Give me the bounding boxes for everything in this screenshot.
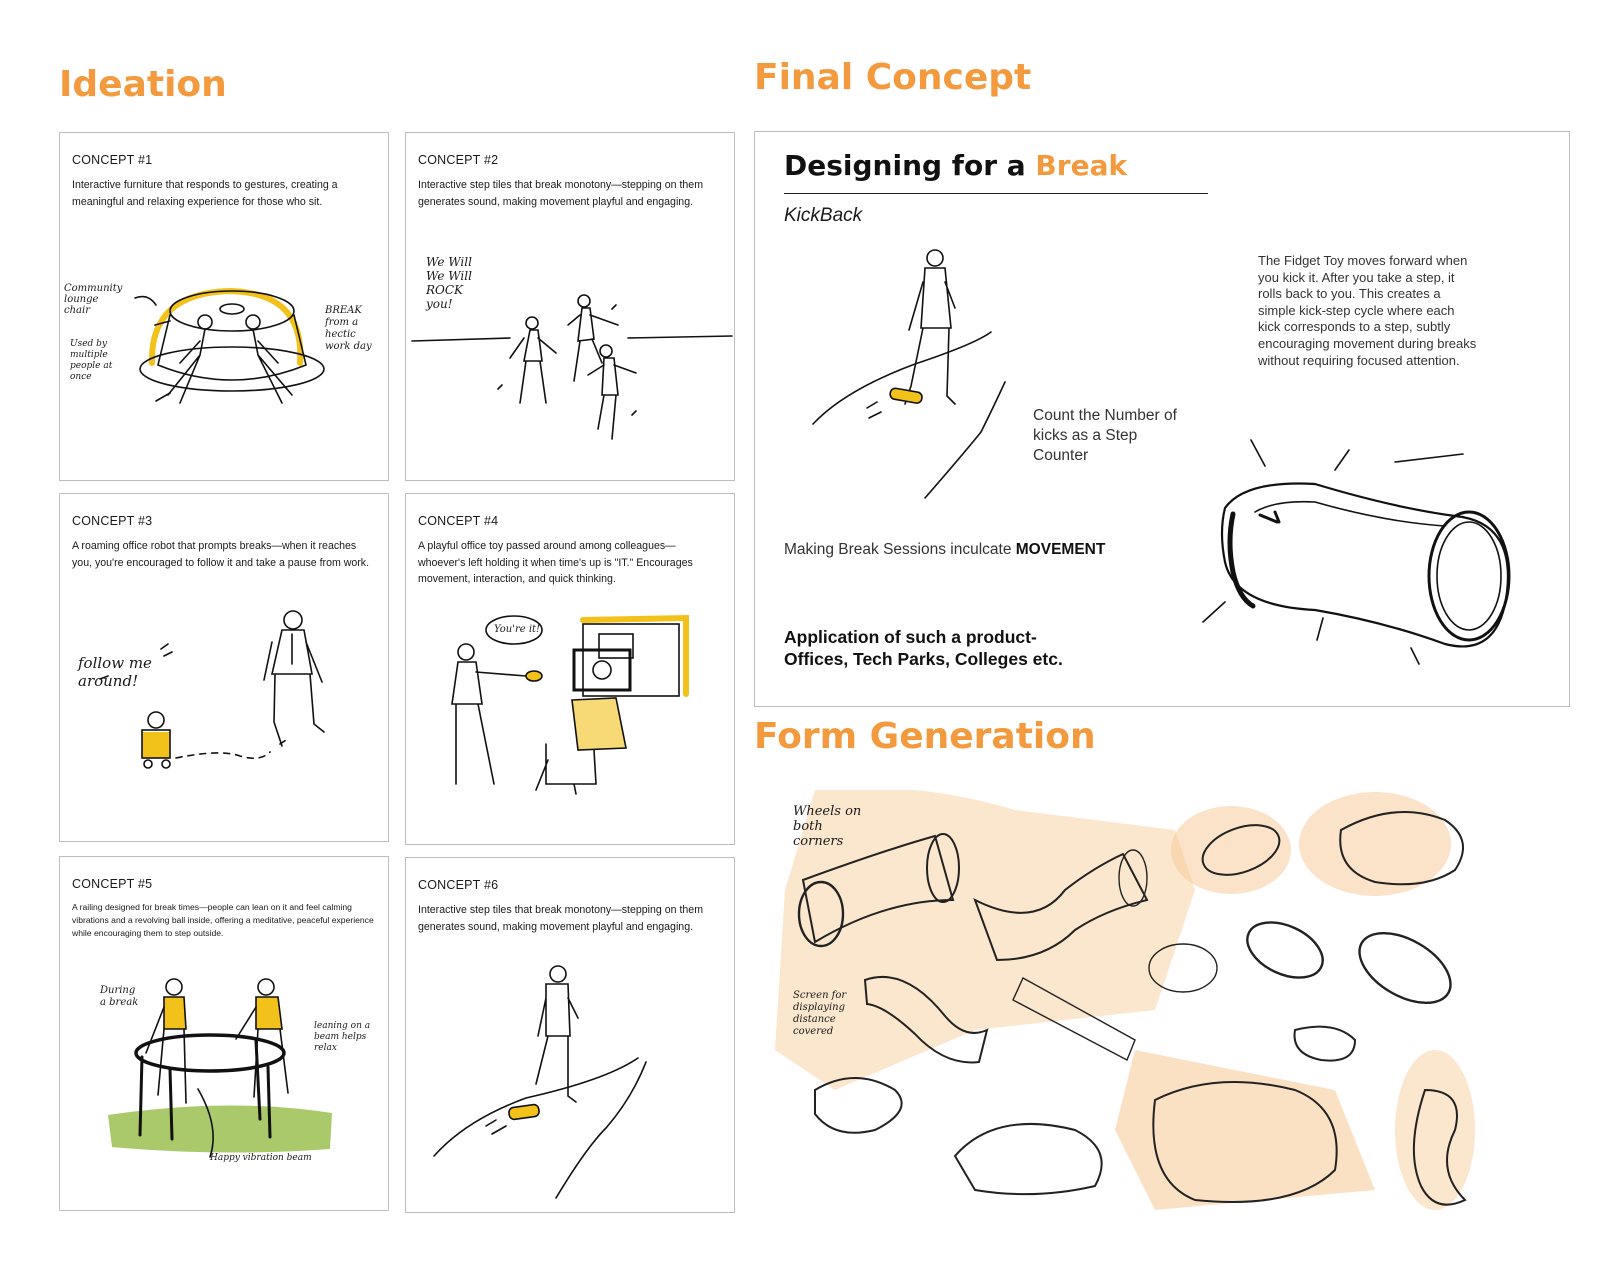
concept-title: CONCEPT #4 xyxy=(418,514,499,528)
concept-6-sketch xyxy=(433,965,647,1199)
product-name: KickBack xyxy=(784,205,863,226)
sketch-note: follow me around! xyxy=(78,654,152,690)
form-sketch-sheet xyxy=(775,787,1475,1210)
movement-note: Making Break Sessions inculcate MOVEMENT xyxy=(784,541,1106,558)
product-description: The Fidget Toy moves forward when you ki… xyxy=(1258,253,1477,368)
concept-title: CONCEPT #5 xyxy=(72,877,153,891)
concept-card-2: CONCEPT #2 Interactive step tiles that b… xyxy=(405,132,735,481)
final-concept-title: Designing for a Break xyxy=(784,149,1128,182)
concept-description: Interactive step tiles that break monoto… xyxy=(418,179,704,208)
concept-title: CONCEPT #3 xyxy=(72,514,153,528)
concept-title: CONCEPT #1 xyxy=(72,153,153,167)
concept-title: CONCEPT #2 xyxy=(418,153,499,167)
final-concept-heading: Final Concept xyxy=(754,57,1032,98)
sketch-note: We Will We Will ROCK you! xyxy=(426,255,472,311)
concept-description: Interactive step tiles that break monoto… xyxy=(418,904,704,933)
concept-1-sketch xyxy=(134,287,325,404)
concept-4-sketch xyxy=(451,614,689,795)
kickback-sketches xyxy=(812,249,1511,665)
form-generation-sketches: Wheels on both corners Screen for displa… xyxy=(775,787,1515,1230)
form-generation-heading: Form Generation xyxy=(754,716,1096,757)
application-note: Application of such a product- Offices, … xyxy=(784,627,1063,669)
concept-description: A playful office toy passed around among… xyxy=(418,540,693,585)
sketch-note: Community lounge chair xyxy=(64,283,123,316)
sketch-note: You're it! xyxy=(494,624,541,635)
concept-description: A railing designed for break times—peopl… xyxy=(72,902,374,938)
sketch-note: leaning on a beam helps relax xyxy=(314,1021,371,1053)
concept-description: Interactive furniture that responds to g… xyxy=(72,179,338,208)
concept-card-6: CONCEPT #6 Interactive step tiles that b… xyxy=(405,857,735,1213)
sketch-note: During a break xyxy=(100,985,139,1008)
concept-5-sketch xyxy=(108,978,332,1158)
concept-title: CONCEPT #6 xyxy=(418,878,499,892)
concept-2-sketch xyxy=(411,294,733,440)
concept-card-1: CONCEPT #1 Interactive furniture that re… xyxy=(59,132,389,481)
sketch-note: Wheels on both corners xyxy=(793,804,862,849)
step-counter-note: Count the Number of kicks as a Step Coun… xyxy=(1033,407,1177,464)
sketch-note: Happy vibration beam xyxy=(210,1153,312,1163)
sketch-note: BREAK from a hectic work day xyxy=(325,305,372,352)
sketch-note: Screen for displaying distance covered xyxy=(793,990,847,1037)
concept-card-5: CONCEPT #5 A railing designed for break … xyxy=(59,856,389,1211)
title-divider xyxy=(784,193,1208,194)
concept-card-3: CONCEPT #3 A roaming office robot that p… xyxy=(59,493,389,842)
ideation-heading: Ideation xyxy=(59,64,227,105)
final-concept-panel: Designing for a Break KickBack The Fidge… xyxy=(754,131,1570,707)
concept-card-4: CONCEPT #4 A playful office toy passed a… xyxy=(405,493,735,845)
sketch-note: Used by multiple people at once xyxy=(70,339,113,382)
concept-3-sketch xyxy=(99,610,325,769)
concept-description: A roaming office robot that prompts brea… xyxy=(72,540,370,569)
